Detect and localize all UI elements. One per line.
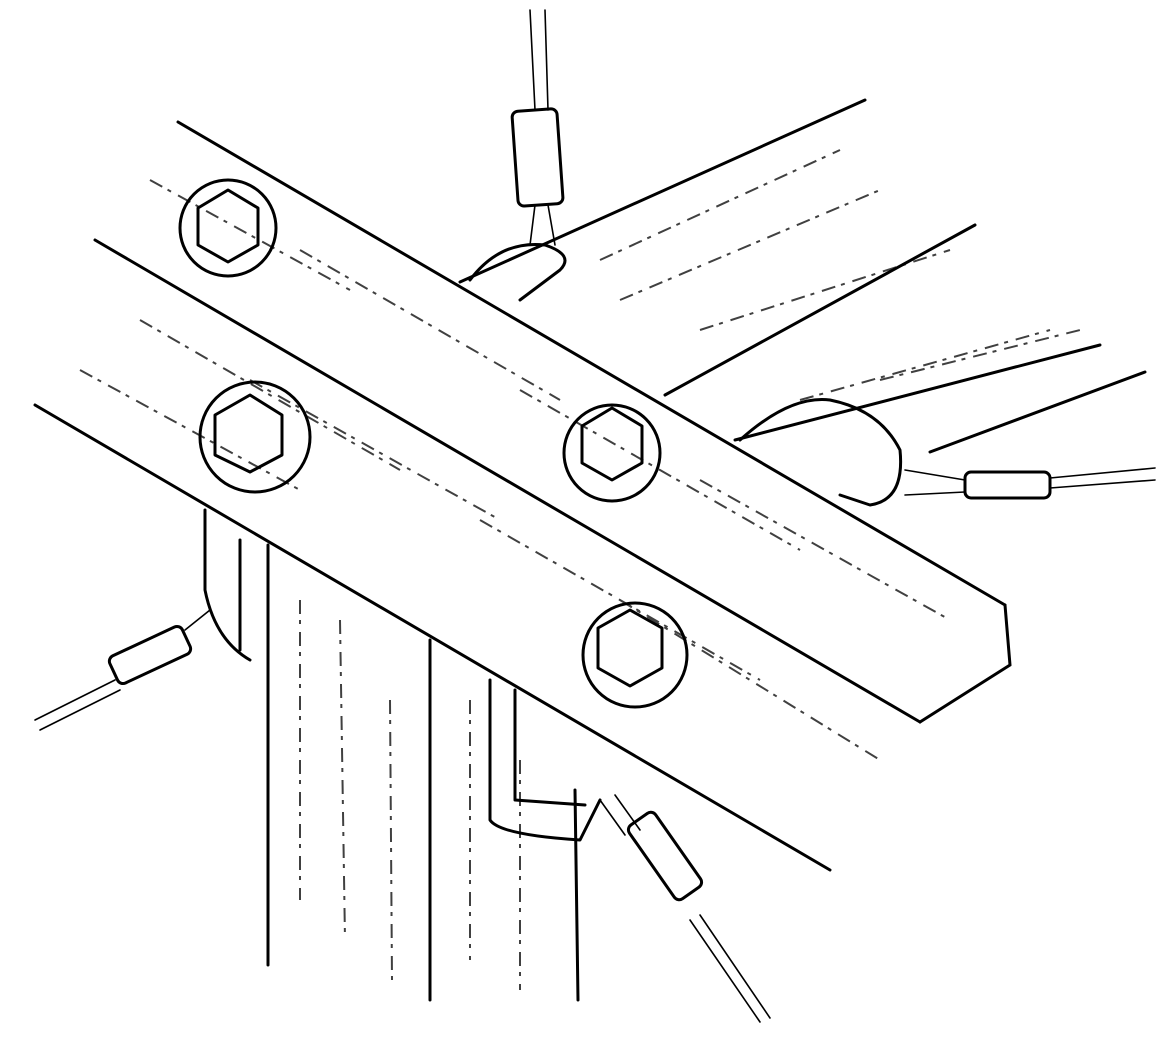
back-boards <box>458 98 1147 454</box>
bolts <box>178 178 689 709</box>
cross-beams <box>33 120 1012 872</box>
bolt-left <box>198 380 312 494</box>
bolt-bottom <box>581 601 689 709</box>
vertical-post <box>266 543 580 1002</box>
shackles <box>203 242 903 842</box>
bolt-center <box>562 403 662 503</box>
cables <box>34 9 1156 1023</box>
bolt-top-left <box>178 178 278 278</box>
